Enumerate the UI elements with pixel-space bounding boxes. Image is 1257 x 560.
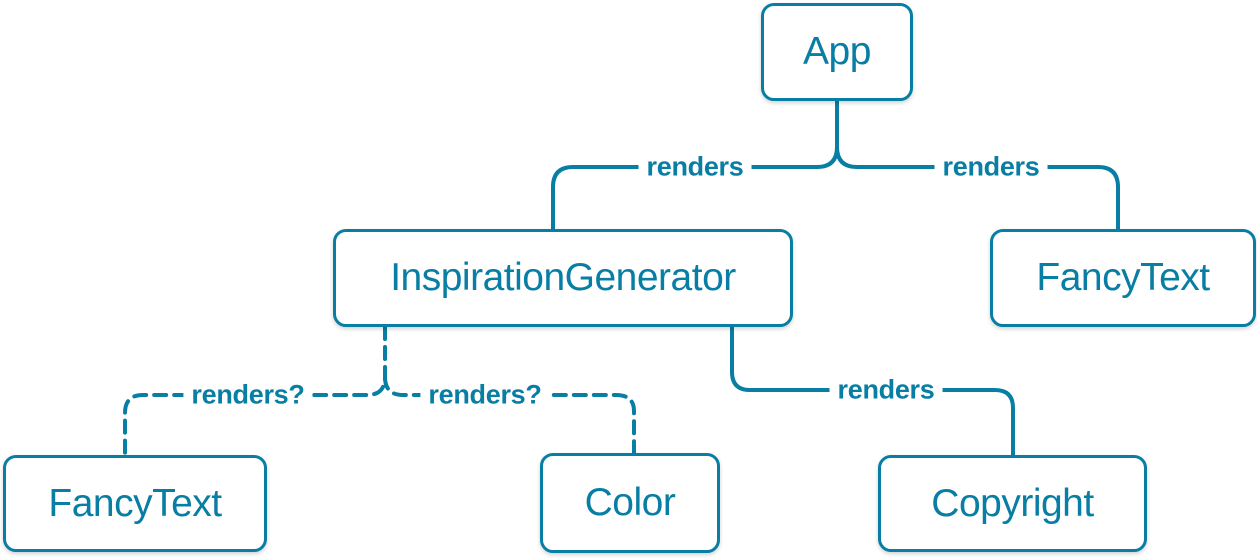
node-copyright: Copyright	[878, 455, 1147, 552]
edge-label-inspiration-generator-copyright: renders	[829, 374, 943, 406]
node-fancy-text-bottom-label: FancyText	[48, 481, 222, 525]
node-app-label: App	[803, 30, 871, 73]
node-inspiration-generator-label: InspirationGenerator	[390, 256, 736, 299]
node-fancy-text-top: FancyText	[990, 229, 1256, 327]
edge-inspiration-generator-to-color-dashed-line	[383, 375, 636, 455]
node-copyright-label: Copyright	[931, 481, 1094, 525]
node-fancy-text-bottom: FancyText	[3, 455, 267, 552]
edge-label-app-fancy-text: renders	[934, 151, 1048, 183]
edge-label-inspiration-generator-fancy-text: renders?	[183, 379, 313, 411]
node-inspiration-generator: InspirationGenerator	[333, 229, 793, 327]
node-color-label: Color	[584, 481, 676, 524]
node-color: Color	[540, 453, 720, 553]
edge-app-to-fancy-text-line	[835, 145, 1120, 231]
edge-label-inspiration-generator-color: renders?	[420, 379, 550, 411]
node-app: App	[761, 3, 913, 101]
node-fancy-text-top-label: FancyText	[1036, 256, 1210, 299]
edge-label-app-inspiration-generator: renders	[638, 151, 752, 183]
